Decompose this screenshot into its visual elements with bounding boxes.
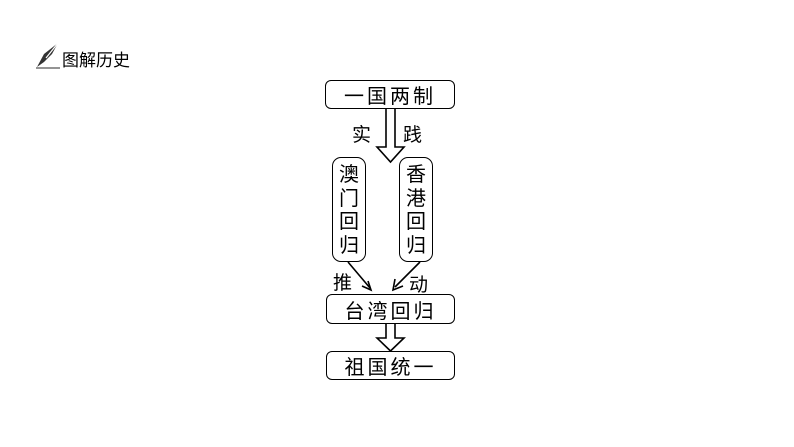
section-header: 图解历史 <box>34 40 144 71</box>
hollow-arrow-practice <box>375 108 406 164</box>
label-practice-left: 实 <box>352 124 372 146</box>
box-taiwan-return: 台湾回归 <box>326 294 455 324</box>
char: 回 <box>406 209 426 234</box>
box-hongkong-return: 香 港 回 归 <box>399 157 433 262</box>
char: 门 <box>339 185 359 210</box>
box-label: 台湾回归 <box>344 298 437 323</box>
box-label: 一国两制 <box>344 84 436 108</box>
char: 回 <box>339 209 359 234</box>
arrow-macau-to-taiwan <box>347 261 371 289</box>
char: 归 <box>406 233 426 258</box>
box-label: 祖国统一 <box>344 355 437 379</box>
quill-pen-icon <box>36 42 60 69</box>
box-macau-return: 澳 门 回 归 <box>332 157 366 262</box>
header-title: 图解历史 <box>62 51 130 71</box>
box-national-unification: 祖国统一 <box>326 351 455 380</box>
box-one-country-two-systems: 一国两制 <box>325 80 455 109</box>
label-promote-right: 动 <box>409 274 429 296</box>
char: 澳 <box>339 161 359 186</box>
label-promote-left: 推 <box>333 272 353 294</box>
hollow-arrow-unification <box>375 324 406 353</box>
char: 归 <box>339 233 359 258</box>
char: 港 <box>406 185 426 210</box>
label-practice-right: 践 <box>403 124 423 146</box>
char: 香 <box>406 161 426 186</box>
arrow-hongkong-to-taiwan <box>394 261 421 288</box>
